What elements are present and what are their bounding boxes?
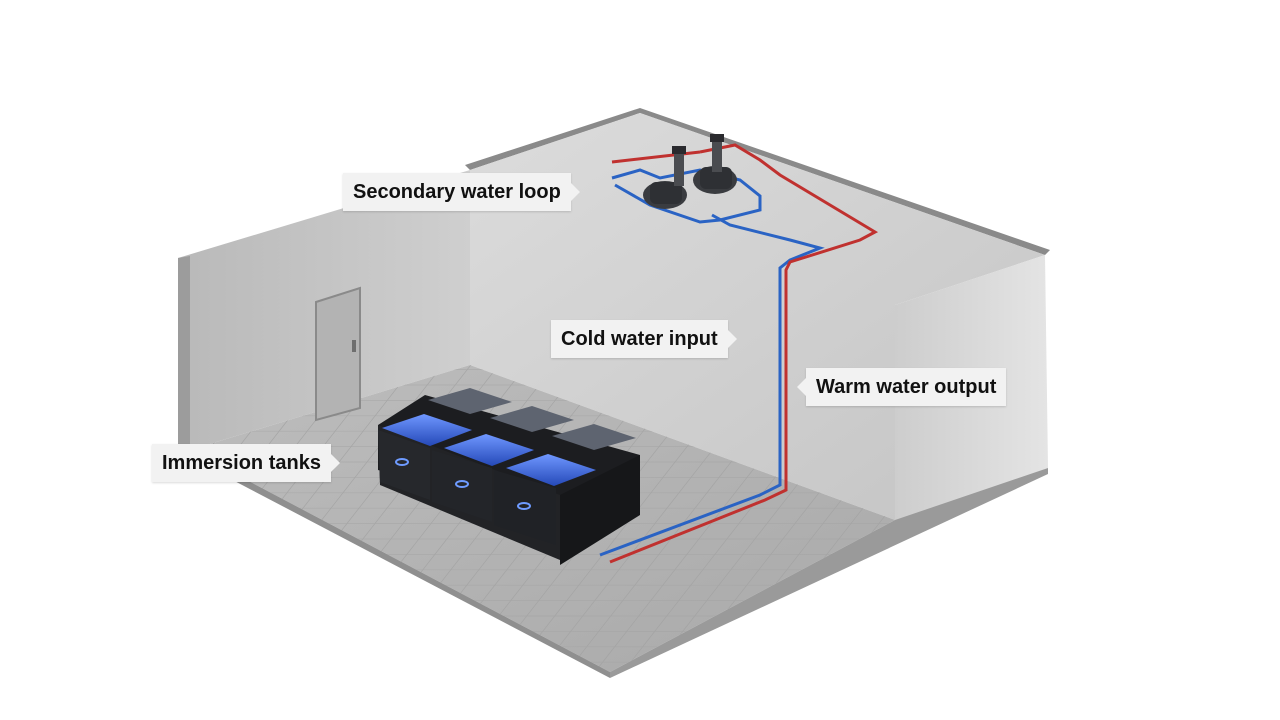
pump-2 (693, 134, 737, 194)
immersion-tanks (378, 388, 640, 565)
left-wall-edge (178, 256, 190, 452)
cold-water-input-label: Cold water input (551, 320, 737, 358)
door (315, 286, 361, 422)
floor-edge (185, 450, 610, 678)
floor-edge-right (610, 468, 1048, 678)
secondary-loop-pipes (599, 143, 879, 564)
pump-1 (643, 146, 687, 209)
door-handle (352, 340, 356, 352)
back-wall (470, 113, 1045, 520)
immersion-tanks-label: Immersion tanks (152, 444, 340, 482)
secondary-water-loop-label: Secondary water loop (343, 173, 580, 211)
warm-water-output-label: Warm water output (796, 368, 1007, 406)
